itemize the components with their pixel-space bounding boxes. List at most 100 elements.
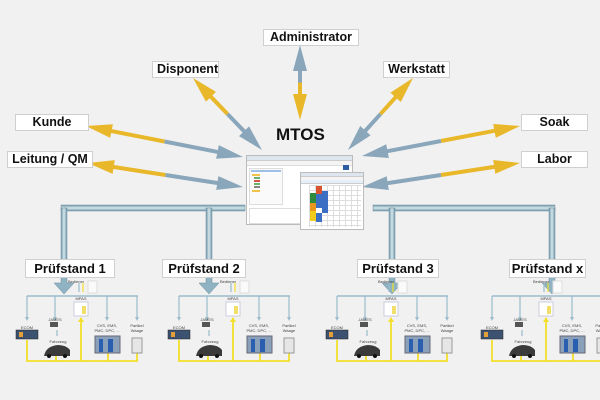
pipe-left-horizontal (60, 204, 246, 212)
cvs-rack-detail (564, 339, 568, 352)
arrow-labor (362, 160, 520, 190)
operator-icon (239, 280, 250, 294)
ecom-device-detail (484, 332, 488, 337)
bus-drop-arrowhead (335, 317, 339, 321)
role-soak: Soak (521, 114, 588, 131)
ecom-device (480, 329, 504, 340)
stand-down-arrow (198, 275, 220, 295)
mtos-planning-window (300, 172, 364, 230)
james-label: JAMES (513, 317, 527, 322)
signal-arrowhead (78, 317, 84, 322)
scale-label: Partikel Waage (440, 323, 454, 333)
cvs-label: CVS, EMS, PMC, DPC, ... (404, 323, 430, 333)
arrow-soak (362, 124, 520, 158)
ecom-device (167, 329, 191, 340)
operator-label: Bediener (533, 279, 550, 284)
cvs-rack-detail (251, 339, 255, 352)
bus-drop-arrowhead (205, 317, 209, 321)
ecom-label: ECOM (486, 325, 498, 330)
signal-arrowhead (543, 317, 549, 322)
bus-drop-arrowhead (177, 317, 181, 321)
stand-4-group (480, 275, 600, 362)
ecom-label: ECOM (331, 325, 343, 330)
particle-scale (596, 337, 600, 354)
cvs-rack (246, 335, 273, 354)
scale-label: Partikel Waage (130, 323, 144, 333)
particle-scale (441, 337, 453, 354)
mpas-label: MPAS (75, 296, 87, 301)
james-device (360, 322, 368, 327)
vehicle-wheel (357, 354, 361, 358)
mpas-label: MPAS (385, 296, 397, 301)
james-device (50, 322, 58, 327)
particle-scale (283, 337, 295, 354)
ecom-device-detail (329, 332, 333, 337)
role-leitung: Leitung / QM (7, 151, 93, 168)
arrow-administrator-outer-head (293, 45, 307, 83)
vehicle-wheel (373, 354, 377, 358)
pipe-stand-3 (388, 207, 396, 263)
operator-label: Bediener (68, 279, 85, 284)
mpas-icon-detail (547, 306, 551, 314)
arrow-soak-outer-head (440, 124, 520, 143)
bus-drop-arrowhead (105, 317, 109, 321)
ecom-device (15, 329, 39, 340)
bus-drop-arrowhead (287, 317, 291, 321)
vehicle-label: Fahrzeug (201, 339, 219, 344)
bus-drop-arrowhead (415, 317, 419, 321)
ecom-device (325, 329, 349, 340)
vehicle-car (44, 345, 70, 356)
bus-drop-arrowhead (570, 317, 574, 321)
bus-drop-arrowhead (445, 317, 449, 321)
stand-label-4: Prüfstand x (509, 259, 586, 278)
vehicle-car (196, 345, 222, 356)
arrow-labor-inner-head (362, 173, 442, 190)
stand-2-group (167, 275, 295, 362)
arrow-kunde-inner-head (164, 139, 243, 159)
cvs-rack-detail (573, 339, 578, 352)
cvs-label: CVS, EMS, PMC, DPC, ... (559, 323, 585, 333)
ecom-label: ECOM (173, 325, 185, 330)
role-labor: Labor (521, 151, 588, 168)
signal-bus (491, 340, 600, 362)
operator-icon (397, 280, 408, 294)
operator-label: Bediener (378, 279, 395, 284)
scale-label: Partikel Waage (282, 323, 296, 333)
cvs-rack-detail (260, 339, 265, 352)
arrow-kunde (86, 124, 243, 159)
bus-drop-arrowhead (53, 317, 57, 321)
pipe-right-horizontal (372, 204, 556, 212)
bus-drop-arrowhead (518, 317, 522, 321)
signal-arrowhead (230, 317, 236, 322)
pipe-stand-2 (205, 207, 213, 263)
vehicle-car (354, 345, 380, 356)
mtos-title: MTOS (276, 125, 325, 144)
arrow-leitung-outer-head (88, 160, 166, 177)
stand-1-group (15, 275, 143, 362)
cvs-rack-detail (418, 339, 423, 352)
arrow-disponent-inner-head (226, 112, 262, 150)
bus-drop-arrowhead (363, 317, 367, 321)
cvs-label: CVS, EMS, PMC, DPC, ... (246, 323, 272, 333)
ecom-device-detail (171, 332, 175, 337)
ecom-label: ECOM (21, 325, 33, 330)
operator-icon (552, 280, 563, 294)
operator-label: Bediener (220, 279, 237, 284)
cvs-rack (94, 335, 121, 354)
cvs-rack-detail (409, 339, 413, 352)
cvs-label: CVS, EMS, PMC, DPC, ... (94, 323, 120, 333)
vehicle-wheel (528, 354, 532, 358)
vehicle-car (509, 345, 535, 356)
james-device (202, 322, 210, 327)
mpas-icon-detail (82, 306, 86, 314)
arrow-administrator-inner-head (293, 82, 307, 120)
mpas-icon-detail (392, 306, 396, 314)
arrow-labor-outer-head (440, 160, 520, 177)
vehicle-wheel (199, 354, 203, 358)
signal-arrowhead (388, 317, 394, 322)
stand-3-group (325, 275, 453, 362)
vehicle-wheel (215, 354, 219, 358)
bus-drop-arrowhead (257, 317, 261, 321)
bus-drop-arrowhead (25, 317, 29, 321)
role-werkstatt: Werkstatt (383, 61, 450, 78)
